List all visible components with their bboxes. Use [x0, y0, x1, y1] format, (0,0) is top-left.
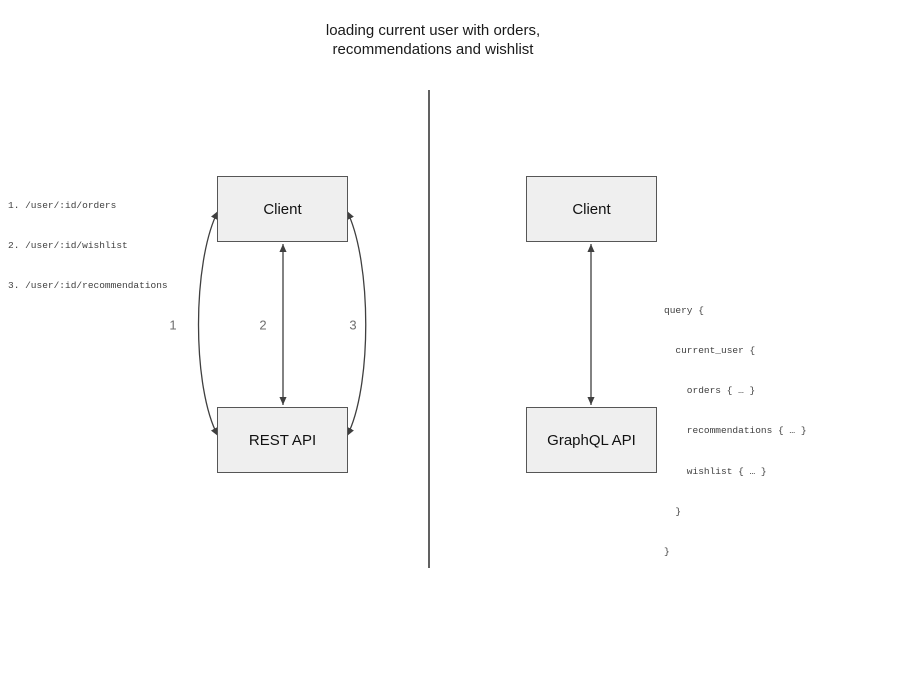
rest-arrow-1-curve — [197, 210, 219, 437]
title-line-2: recommendations and wishlist — [332, 41, 534, 58]
code-line: current_user { — [664, 345, 756, 357]
endpoint-line: 3. /user/:id/recommendations — [8, 280, 168, 292]
endpoint-line: 2. /user/:id/wishlist — [8, 240, 128, 252]
diagram-title: loading current user with orders, recomm… — [133, 21, 733, 59]
rest-endpoints-list: 1. /user/:id/orders 2. /user/:id/wishlis… — [8, 172, 168, 319]
graphql-api-box: GraphQL API — [526, 407, 657, 473]
code-line: query { — [664, 304, 704, 316]
rest-client-box: Client — [217, 176, 348, 242]
code-line: wishlist { … } — [664, 465, 767, 477]
arrow-label-1: 1 — [169, 317, 177, 333]
code-line: } — [664, 505, 682, 517]
title-line-1: loading current user with orders, — [325, 22, 541, 39]
rest-arrow-3-curve — [346, 210, 367, 437]
code-line: orders { … } — [664, 385, 756, 397]
endpoint-line: 1. /user/:id/orders — [8, 199, 117, 211]
graphql-api-box-label: GraphQL API — [547, 431, 636, 449]
code-line: recommendations { … } — [664, 425, 807, 437]
graphql-client-box: Client — [526, 176, 657, 242]
arrow-label-3: 3 — [349, 317, 357, 333]
graphql-client-box-label: Client — [572, 200, 611, 218]
rest-client-box-label: Client — [263, 200, 302, 218]
rest-api-box: REST API — [217, 407, 348, 473]
code-line: } — [664, 546, 670, 558]
graphql-query-code: query { current_user { orders { … } reco… — [664, 277, 807, 585]
rest-api-box-label: REST API — [248, 431, 317, 449]
arrow-label-2: 2 — [259, 317, 267, 333]
